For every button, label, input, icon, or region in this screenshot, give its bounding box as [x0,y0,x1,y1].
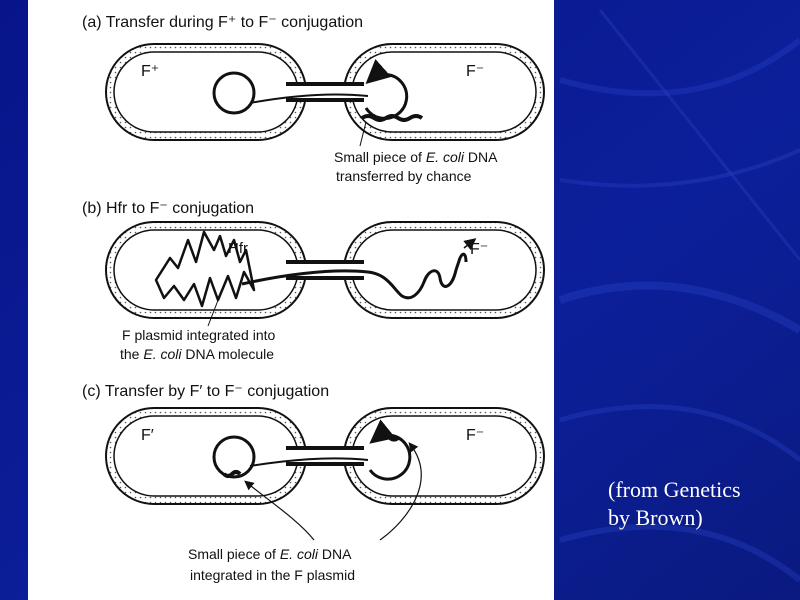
panel-b-right-label: F⁻ [470,241,488,258]
panel-c-title: (c) Transfer by F′ to F⁻ conjugation [82,383,329,400]
panel-c-pilus-bridge [286,448,364,464]
panel-b: (b) Hfr to F⁻ conjugation Hfr F⁻ F plasm… [82,200,544,362]
panel-c-left-label: F′ [141,427,154,444]
panel-c-recipient-cell [344,408,544,504]
panel-c-annotation-line1: Small piece of E. coli DNA [188,546,352,562]
panel-a-right-label: F⁻ [466,63,484,80]
panel-a: (a) Transfer during F⁺ to F⁻ conjugation… [82,14,544,184]
panel-a-pilus-bridge [286,84,364,100]
source-caption: (from Genetics by Brown) [608,476,798,532]
panel-a-annotation-line1: Small piece of E. coli DNA [334,149,498,165]
panel-c-right-label: F⁻ [466,427,484,444]
panel-a-left-label: F⁺ [141,63,159,80]
panel-a-title: (a) Transfer during F⁺ to F⁻ conjugation [82,14,363,31]
panel-a-recipient-cell [344,44,544,140]
panel-b-annotation-line1: F plasmid integrated into [122,327,276,343]
caption-line-2: by Brown) [608,504,798,532]
panel-c: (c) Transfer by F′ to F⁻ conjugation F′ … [82,383,544,583]
panel-b-annotation-line2: the E. coli DNA molecule [120,346,274,362]
panel-b-title: (b) Hfr to F⁻ conjugation [82,200,254,217]
panel-a-f-plasmid [214,73,254,113]
panel-c-annotation-line2: integrated in the F plasmid [190,567,355,583]
caption-line-1: (from Genetics [608,476,798,504]
conjugation-figure: (a) Transfer during F⁺ to F⁻ conjugation… [28,0,554,600]
panel-b-recipient-cell [344,222,544,318]
panel-b-left-label: Hfr [228,240,248,257]
panel-a-donor-cell [106,44,306,140]
panel-c-donor-cell [106,408,306,504]
panel-a-annotation-line2: transferred by chance [336,168,472,184]
